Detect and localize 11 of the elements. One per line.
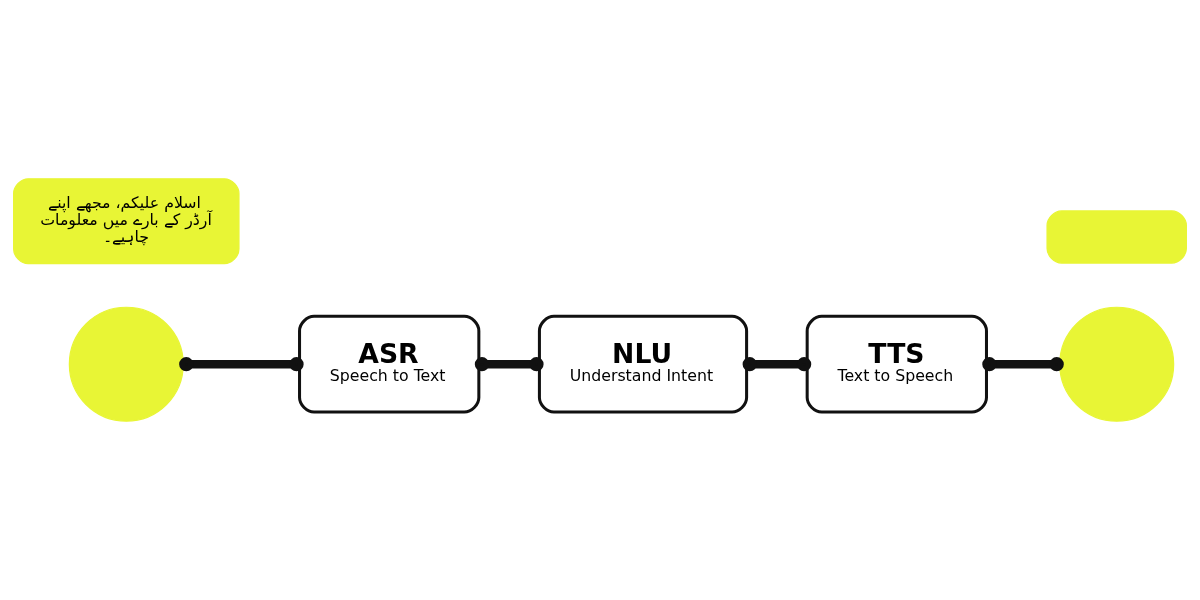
- node-box: ASR Speech to Text: [298, 314, 481, 414]
- node-box: [1046, 210, 1187, 264]
- connector: [742, 357, 812, 372]
- node-box: TTS Text to Speech: [805, 314, 988, 414]
- connector: [982, 357, 1064, 372]
- node-circle: [1059, 306, 1175, 422]
- node-box: اسلام علیکم، مجھے اپنے آرڈر کے بارے میں معلومات چاہیے۔: [13, 178, 240, 265]
- node-circle: [68, 306, 184, 422]
- node-box: NLU Understand Intent: [537, 314, 749, 414]
- connector: [179, 357, 304, 372]
- connector: [474, 357, 544, 372]
